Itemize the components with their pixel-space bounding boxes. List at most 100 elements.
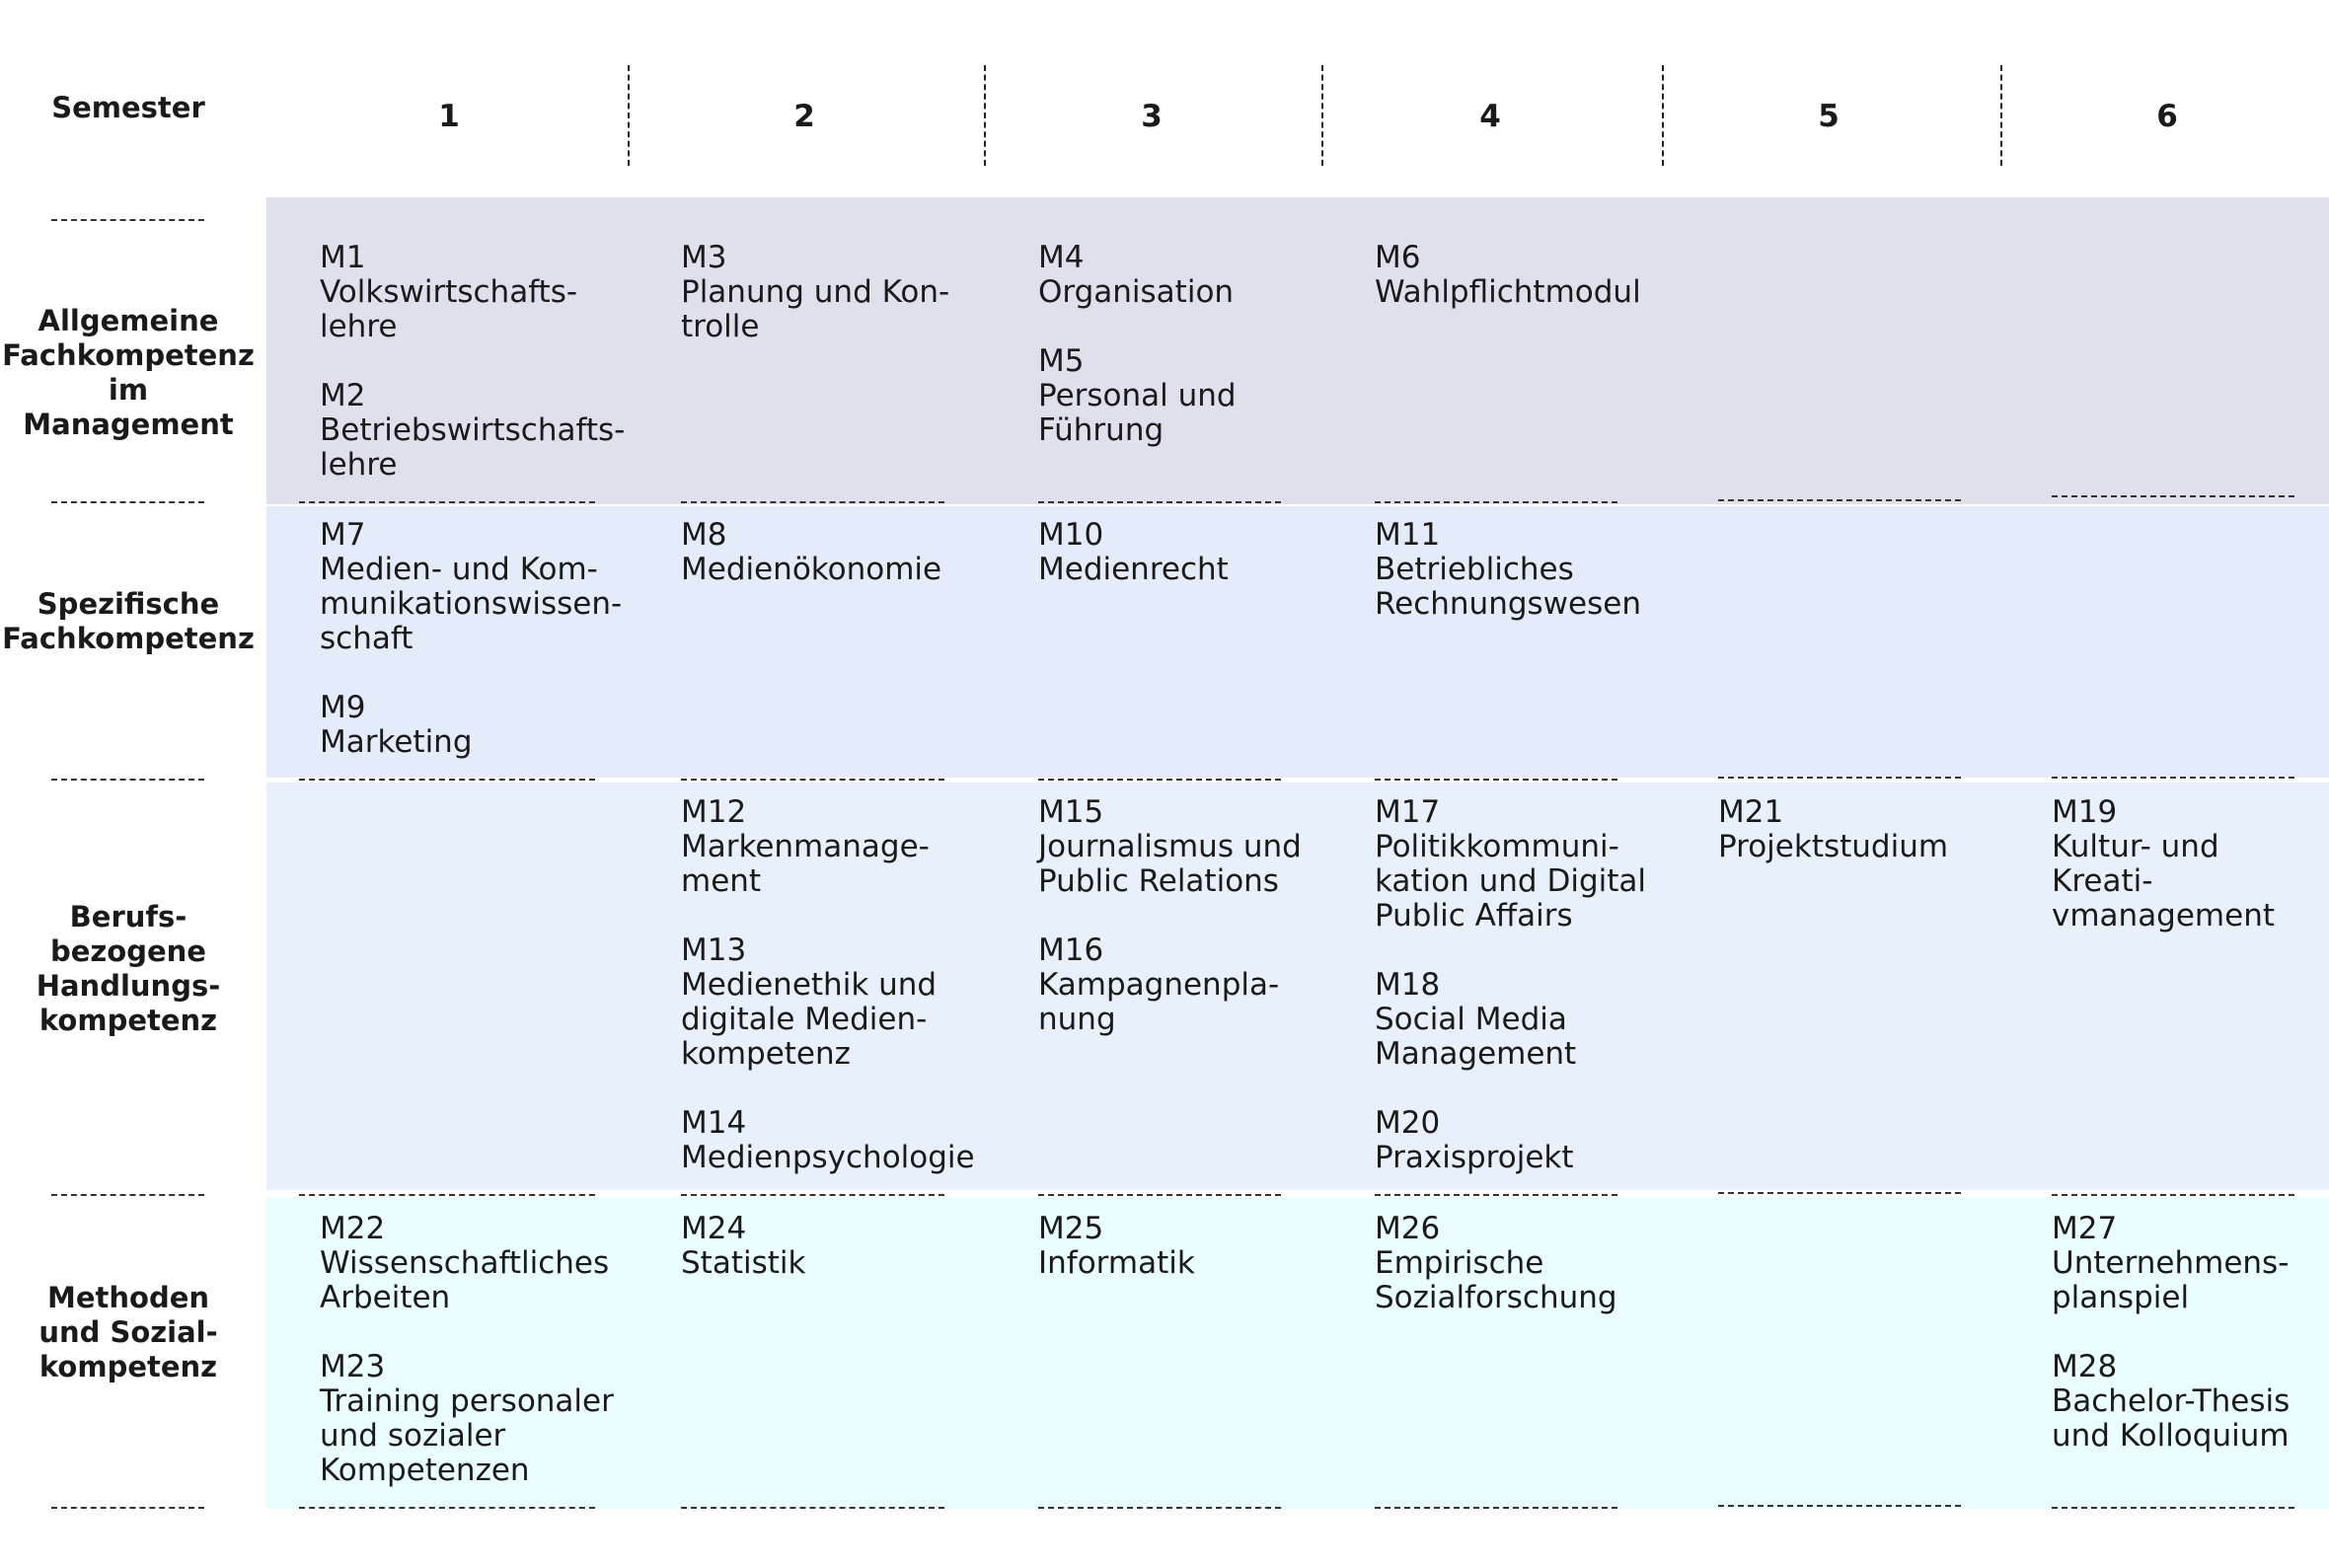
module-code: M24: [681, 1211, 747, 1246]
module-code: M4: [1038, 240, 1085, 275]
cell-separator: [1375, 501, 1617, 503]
module-code: M19: [2052, 794, 2118, 830]
module-name: Medienpsychologie: [681, 1140, 975, 1175]
module-code: M13: [681, 933, 747, 968]
cell-separator: [299, 1194, 595, 1196]
row-band-berufsbezogene: [266, 783, 2329, 1190]
module-name: Betriebswirtschafts- lehre: [320, 412, 626, 483]
semester-4-label: 4: [1479, 99, 1501, 134]
cell-separator: [299, 779, 595, 781]
module-name: Politikkommuni- kation und Digital Publi…: [1375, 829, 1647, 933]
module-name: Personal und Führung: [1038, 378, 1237, 448]
cell-separator: [1375, 1507, 1617, 1509]
row-label-methoden-sozialkompetenz: Methoden und Sozial- kompetenz: [38, 1281, 218, 1383]
cell-separator: [1718, 1505, 1961, 1507]
module-code: M18: [1375, 967, 1441, 1003]
semester-6-label: 6: [2156, 99, 2178, 134]
module-code: M28: [2052, 1349, 2118, 1384]
module-code: M11: [1375, 517, 1441, 553]
module-name: Unternehmens- planspiel: [2052, 1245, 2290, 1315]
cell-separator: [681, 779, 944, 781]
module-name: Training personaler und sozialer Kompete…: [320, 1383, 614, 1488]
module-code: M15: [1038, 794, 1104, 830]
module-code: M2: [320, 378, 366, 413]
semester-3-label: 3: [1141, 99, 1163, 134]
module-code: M22: [320, 1211, 386, 1246]
module-name: Planung und Kon- trolle: [681, 274, 950, 344]
module-code: M9: [320, 690, 366, 725]
row-band-spezifische: [266, 506, 2329, 778]
semester-2-label: 2: [793, 99, 815, 134]
column-divider: [1662, 65, 1664, 166]
module-name: Social Media Management: [1375, 1002, 1577, 1072]
module-code: M16: [1038, 933, 1104, 968]
module-code: M26: [1375, 1211, 1441, 1246]
module-name: Medienökonomie: [681, 552, 942, 587]
module-name: Markenmanage- ment: [681, 829, 930, 899]
semester-header: Semester: [51, 91, 205, 124]
column-divider: [628, 65, 630, 166]
row-separator: [51, 779, 204, 781]
cell-separator: [299, 501, 595, 503]
module-name: Marketing: [320, 724, 473, 760]
module-code: M8: [681, 517, 727, 553]
module-code: M10: [1038, 517, 1104, 553]
module-code: M25: [1038, 1211, 1104, 1246]
cell-separator: [681, 501, 944, 503]
module-name: Kampagnenpla- nung: [1038, 967, 1280, 1037]
row-separator: [51, 219, 204, 221]
module-code: M7: [320, 517, 366, 553]
cell-separator: [2052, 777, 2294, 779]
module-name: Medien- und Kom- munikationswissen- scha…: [320, 552, 623, 656]
cell-separator: [1375, 1194, 1617, 1196]
module-name: Kultur- und Kreati- vmanagement: [2052, 829, 2276, 933]
module-code: M5: [1038, 343, 1085, 379]
module-name: Wissenschaftliches Arbeiten: [320, 1245, 610, 1315]
module-name: Praxisprojekt: [1375, 1140, 1574, 1175]
column-divider: [984, 65, 986, 166]
row-band-allgemeine: [266, 197, 2329, 504]
module-code: M12: [681, 794, 747, 830]
row-label-allgemeine-fachkompetenz: Allgemeine Fachkompetenz im Management: [2, 304, 255, 441]
module-name: Organisation: [1038, 274, 1235, 310]
cell-separator: [681, 1194, 944, 1196]
column-divider: [2000, 65, 2002, 166]
cell-separator: [1718, 777, 1961, 779]
module-code: M20: [1375, 1105, 1441, 1141]
module-name: Medienethik und digitale Medien- kompete…: [681, 967, 938, 1072]
row-label-berufsbezogene-handlungskompetenz: Berufs- bezogene Handlungs- kompetenz: [36, 900, 221, 1037]
module-code: M1: [320, 240, 366, 275]
cell-separator: [1038, 779, 1281, 781]
